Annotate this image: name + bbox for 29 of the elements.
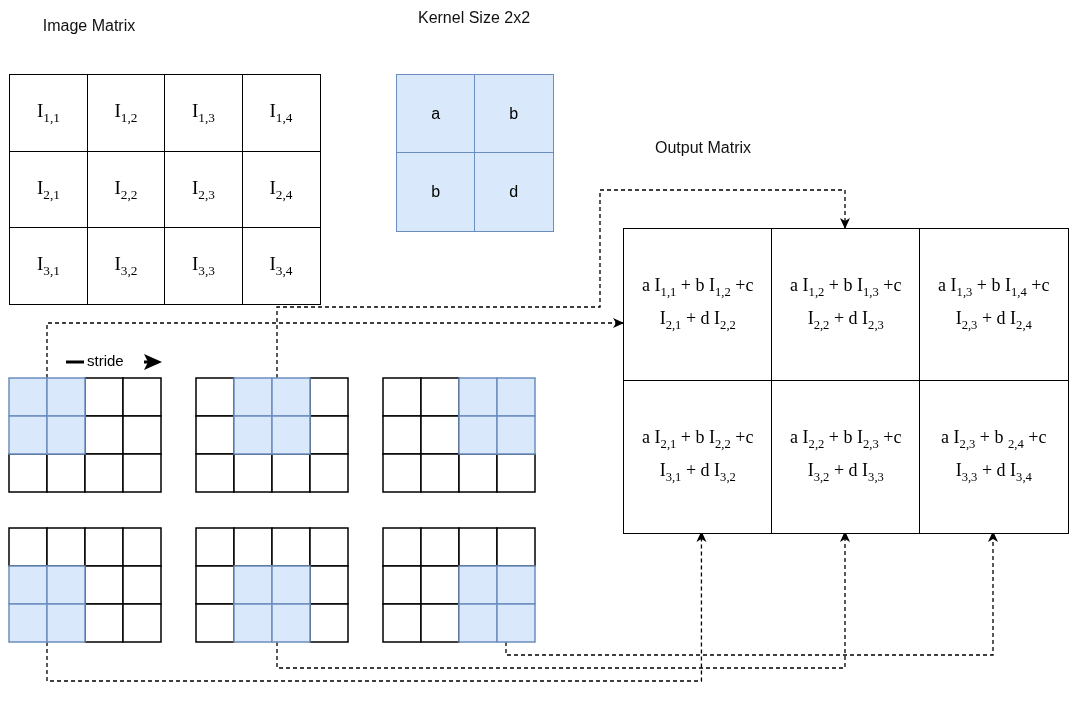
stride-label: stride	[87, 352, 124, 370]
matrix-title: Image Matrix	[41, 16, 137, 36]
matrix-cell: a I$_{2,2}$ + b I$_{2,3}$ +c I$_{3,2}$ + d I$_{3,3}$	[771, 380, 921, 534]
grid-drawing	[195, 527, 349, 643]
arrow	[46, 318, 624, 379]
matrix-cell: I$_{1,1}$	[9, 74, 88, 152]
matrix-cell: a	[396, 74, 476, 154]
matrix-title: Kernel Size 2x2	[416, 8, 532, 28]
matrix-cell: b	[474, 74, 554, 154]
matrix-cell: a I$_{1,3}$ + b I$_{1,4}$ +c I$_{2,3}$ + d I$_{2,4}$	[919, 228, 1069, 382]
grid-drawing	[8, 527, 162, 643]
matrix-cell: I$_{3,4}$	[241, 227, 321, 305]
matrix-cell: a I$_{1,2}$ + b I$_{1,3}$ +c I$_{2,2}$ + d I$_{2,3}$	[771, 228, 921, 382]
matrix-cell: b	[396, 152, 476, 232]
arrow	[276, 189, 850, 379]
matrix-cell: a I$_{2,3}$ + b $_{2,4}$ +c I$_{3,3}$ + d I$_{3,4}$	[919, 380, 1069, 534]
matrix-cell: I$_{3,1}$	[9, 227, 88, 305]
matrix-cell: d	[474, 152, 554, 232]
matrix-cell: a I$_{2,1}$ + b I$_{2,2}$ +c I$_{3,1}$ + d I$_{3,2}$	[623, 380, 773, 534]
matrix-cell: I$_{3,3}$	[164, 227, 243, 305]
matrix-cell: I$_{1,4}$	[241, 74, 321, 152]
grid-drawing	[382, 527, 536, 643]
matrix-cell: I$_{1,3}$	[164, 74, 243, 152]
matrix-cell: a I$_{1,1}$ + b I$_{1,2}$ +c I$_{2,1}$ + d I$_{2,2}$	[623, 228, 773, 382]
grid-drawing	[382, 377, 536, 493]
matrix-title: Output Matrix	[654, 138, 752, 158]
matrix-cell: I$_{3,2}$	[86, 227, 166, 305]
grid-drawing	[195, 377, 349, 493]
grid-drawing	[8, 377, 162, 493]
